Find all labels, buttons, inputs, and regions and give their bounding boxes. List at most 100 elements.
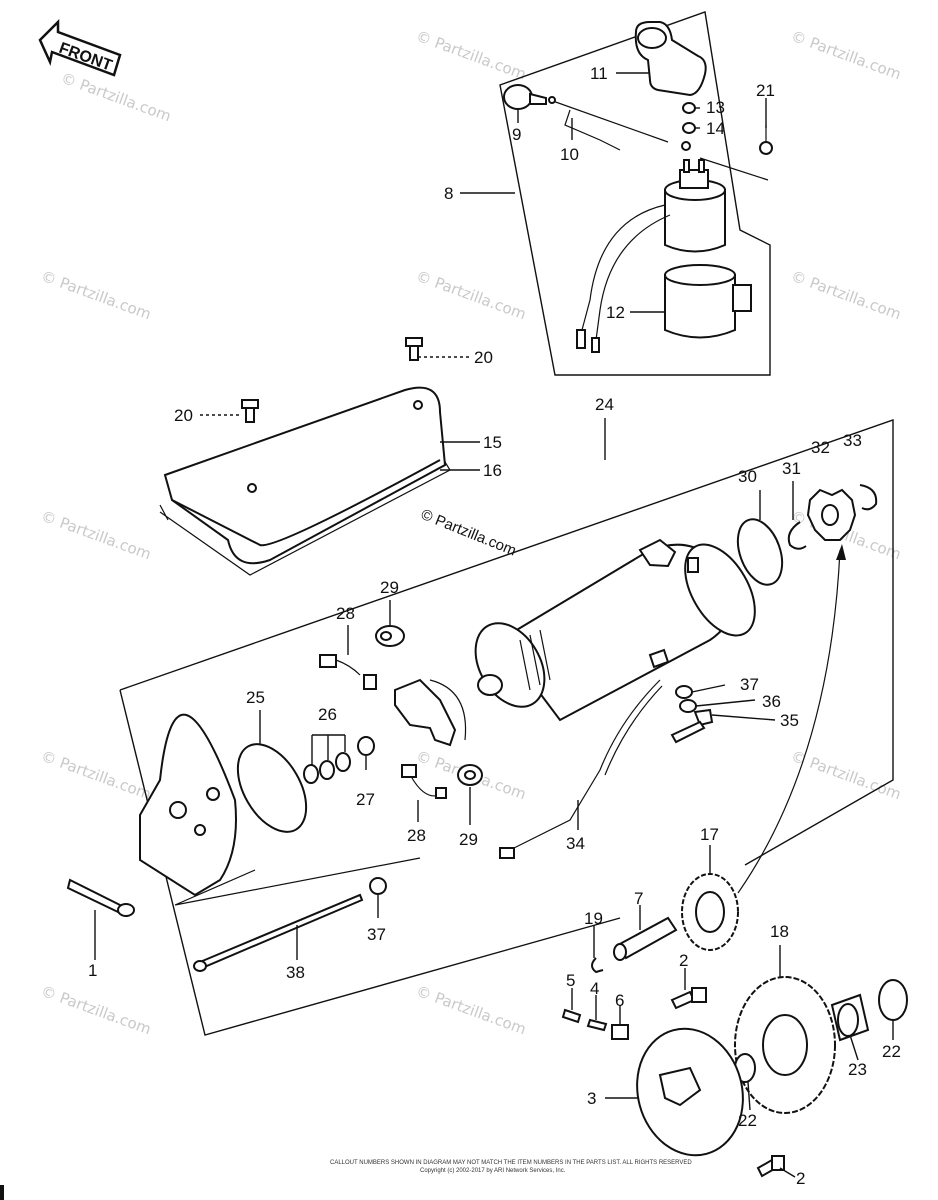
callout: 38 <box>286 963 305 982</box>
edge-mark <box>0 1185 4 1200</box>
callout: 10 <box>560 145 579 164</box>
starter-relay <box>576 159 726 353</box>
callout: 19 <box>584 909 603 928</box>
watermark: © Partzilla.com <box>414 982 529 1039</box>
needle-bearing-23 <box>830 993 870 1042</box>
footer-copyright: CALLOUT NUMBERS SHOWN IN DIAGRAM MAY NOT… <box>330 1160 692 1166</box>
through-bolt-38 <box>193 893 364 972</box>
watermark: © Partzilla.com <box>789 267 904 324</box>
starter-clutch-gear-18 <box>734 976 836 1114</box>
starter-pinion-gear <box>806 488 857 541</box>
center-watermark: © Partzilla.com <box>419 506 519 560</box>
watermark: © Partzilla.com <box>789 747 904 804</box>
shim-washer-27 <box>357 736 375 756</box>
callout: 30 <box>738 467 757 486</box>
cover-bolt <box>241 399 259 423</box>
starter-clutch-3 <box>636 1027 744 1157</box>
callout: 2 <box>679 951 688 970</box>
clip-19 <box>591 957 604 974</box>
callout: 35 <box>780 711 799 730</box>
watermark: © Partzilla.com <box>39 507 154 564</box>
callout-labels: 11 13 14 21 9 10 8 12 20 20 15 16 24 30 … <box>88 64 901 1188</box>
arrow-head-icon <box>836 544 846 560</box>
callout: 29 <box>380 578 399 597</box>
terminal-35 <box>670 708 714 744</box>
shim-washer <box>319 760 335 780</box>
washer-14 <box>682 122 696 134</box>
screw-1 <box>66 878 135 917</box>
watermark: © Partzilla.com <box>39 982 154 1039</box>
callout: 31 <box>782 459 801 478</box>
starter-motor <box>474 538 756 722</box>
terminal-boot <box>503 84 547 110</box>
brush-holder <box>394 678 467 747</box>
washer-36 <box>679 699 697 713</box>
brush-spring-29-bottom <box>457 764 483 786</box>
callout: 32 <box>811 438 830 457</box>
front-arrow-icon: FRONT <box>38 18 122 77</box>
callout-leaders <box>94 72 894 1178</box>
o-ring <box>736 518 784 586</box>
callout: 1 <box>88 961 97 980</box>
callout: 37 <box>740 675 759 694</box>
callout: 25 <box>246 688 265 707</box>
pin-4 <box>586 1018 608 1032</box>
spacer-6 <box>611 1024 629 1040</box>
watermark: © Partzilla.com <box>789 27 904 84</box>
brush-28-bottom <box>401 764 447 799</box>
relay-rubber-sleeve <box>664 264 752 339</box>
circlip-outer <box>859 484 878 511</box>
shaft-7 <box>613 916 678 961</box>
callout: 6 <box>615 991 624 1010</box>
starter-cover <box>159 386 451 576</box>
idle-gear-17 <box>681 873 739 951</box>
washer-37-lower <box>369 877 387 895</box>
callout: 28 <box>407 826 426 845</box>
nut-13 <box>682 102 696 114</box>
watermark: © Partzilla.com <box>414 267 529 324</box>
callout: 20 <box>174 406 193 425</box>
callout: 9 <box>512 125 521 144</box>
callout: 29 <box>459 830 478 849</box>
bolt-2-upper <box>670 987 707 1010</box>
callout: 18 <box>770 922 789 941</box>
callout: 33 <box>843 431 862 450</box>
nut-37 <box>675 685 693 699</box>
lead-wire <box>548 96 691 151</box>
callout: 11 <box>590 64 608 83</box>
shim-washer <box>303 764 319 784</box>
callout: 36 <box>762 692 781 711</box>
watermark: © Partzilla.com <box>39 267 154 324</box>
callout: 16 <box>483 461 502 480</box>
callout: 15 <box>483 433 502 452</box>
callout: 20 <box>474 348 493 367</box>
shim-washer <box>335 752 351 772</box>
bolt-2-lower <box>756 1155 785 1178</box>
nut-21 <box>759 141 773 155</box>
callout: 4 <box>590 979 599 998</box>
callout: 8 <box>444 184 453 203</box>
callout: 26 <box>318 705 337 724</box>
starter-end-cover <box>139 713 237 897</box>
callout: 22 <box>882 1042 901 1061</box>
circlip <box>787 521 807 550</box>
callout: 27 <box>356 790 375 809</box>
callout: 3 <box>587 1089 596 1108</box>
screw-5 <box>561 1008 582 1024</box>
callout: 28 <box>336 604 355 623</box>
callout: 23 <box>848 1060 867 1079</box>
callout: 17 <box>700 825 719 844</box>
callout: 2 <box>796 1169 805 1188</box>
brush-spring-29-top <box>375 625 405 647</box>
callout: 14 <box>706 119 725 138</box>
cover-bolt <box>405 337 423 361</box>
callout: 21 <box>756 81 775 100</box>
callout: 5 <box>566 971 575 990</box>
callout: 34 <box>566 834 585 853</box>
watermark: © Partzilla.com <box>414 27 529 84</box>
brush-28-top <box>319 654 377 690</box>
end-cover-o-ring <box>236 743 308 833</box>
callout: 37 <box>367 925 386 944</box>
callout: 24 <box>595 395 614 414</box>
